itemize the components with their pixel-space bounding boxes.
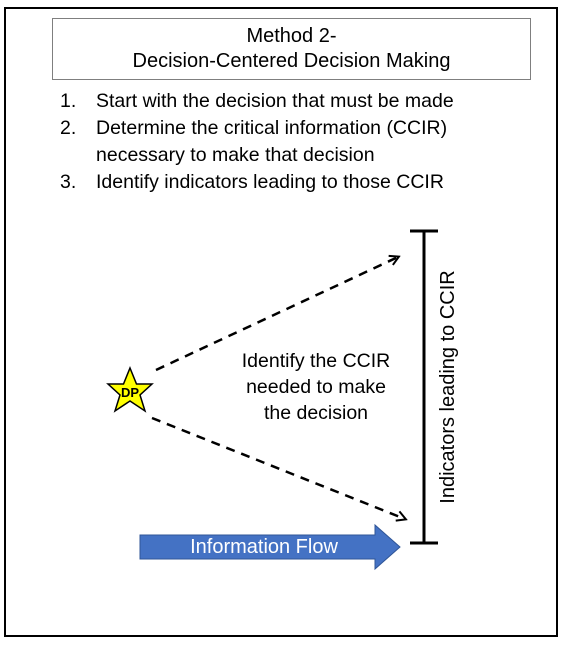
information-flow-arrow [139, 523, 401, 571]
step-number: 2. [60, 117, 77, 139]
dashed-arrow-lower [151, 416, 405, 519]
step-item: 2. Determine the critical information (C… [60, 115, 530, 169]
center-annotation: Identify the CCIR needed to make the dec… [218, 348, 414, 426]
step-text-continued: necessary to make that decision [96, 144, 375, 166]
step-item: 3. Identify indicators leading to those … [60, 169, 530, 196]
step-text: Determine the critical information (CCIR… [96, 117, 448, 139]
dashed-arrow-upper [155, 257, 398, 372]
diagram-frame [4, 7, 558, 637]
steps-list: 1. Start with the decision that must be … [60, 88, 530, 196]
indicator-bracket [410, 229, 438, 545]
step-text: Start with the decision that must be mad… [96, 90, 454, 112]
information-flow-label: Information Flow [190, 536, 338, 558]
step-number: 3. [60, 171, 77, 193]
title-box: Method 2- Decision-Centered Decision Mak… [52, 18, 531, 80]
step-number: 1. [60, 90, 77, 112]
center-text-line: the decision [263, 402, 369, 424]
title-line-1: Method 2- [246, 25, 337, 47]
decision-point-star [106, 366, 154, 413]
center-text-line: needed to make [246, 376, 386, 398]
decision-point-label: DP [120, 385, 140, 400]
title-line-2: Decision-Centered Decision Making [132, 50, 451, 72]
indicators-label: Indicators leading to CCIR [437, 270, 459, 504]
step-item: 1. Start with the decision that must be … [60, 88, 530, 115]
step-text: Identify indicators leading to those CCI… [96, 171, 444, 193]
center-text-line: Identify the CCIR [241, 350, 391, 372]
